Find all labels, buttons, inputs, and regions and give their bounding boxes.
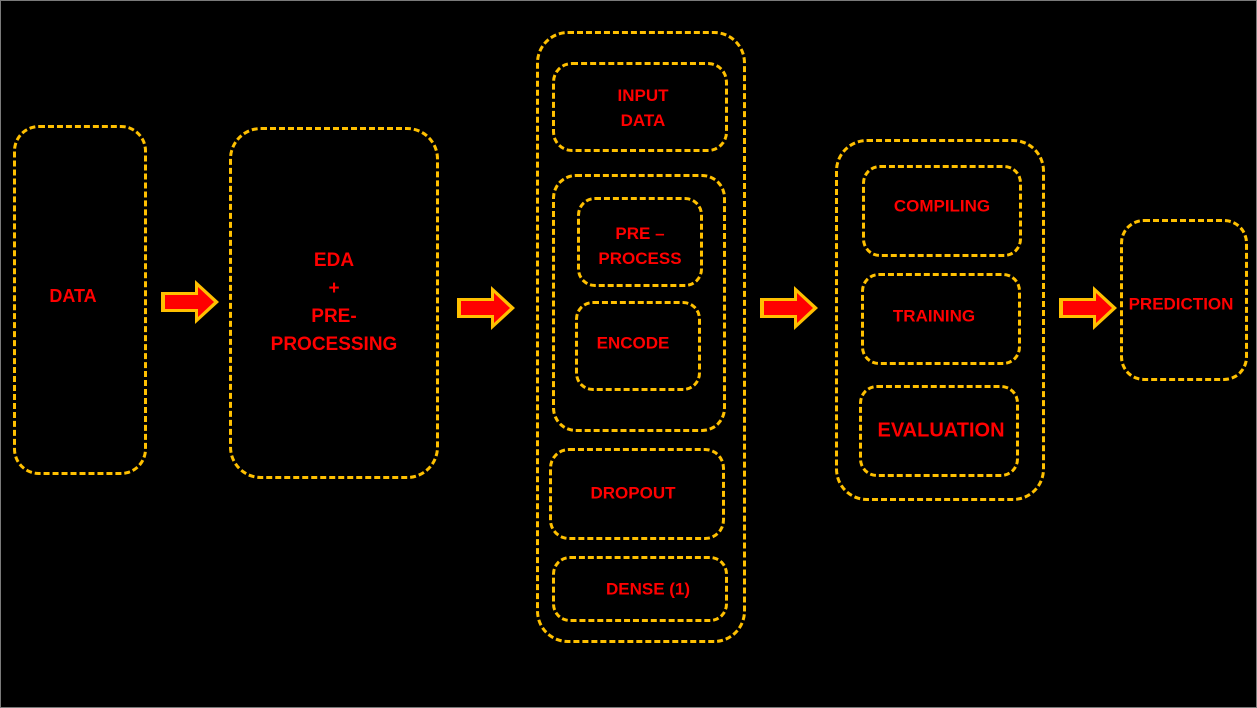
flow-arrow-icon bbox=[1059, 286, 1117, 330]
preprocess-box bbox=[577, 197, 703, 287]
dropout-box bbox=[549, 448, 725, 540]
flow-arrow-icon bbox=[457, 286, 515, 330]
eda-line-4: PROCESSING bbox=[270, 334, 398, 355]
data-stage-label: DATA bbox=[49, 285, 97, 306]
compiling-label: COMPILING bbox=[893, 196, 991, 216]
training-stage-box bbox=[835, 139, 1045, 501]
dropout-label: DROPOUT bbox=[590, 483, 676, 503]
compiling-box bbox=[862, 165, 1022, 257]
prediction-label: PREDICTION bbox=[1128, 294, 1234, 314]
flow-arrow-icon bbox=[760, 286, 818, 330]
evaluation-box bbox=[859, 385, 1019, 477]
eda-line-3: PRE- bbox=[311, 306, 357, 327]
preprocess-label: PRE – PROCESS bbox=[598, 221, 681, 271]
eda-line-1: EDA bbox=[313, 250, 355, 271]
evaluation-label: EVALUATION bbox=[877, 419, 1005, 442]
data-stage-box bbox=[13, 125, 147, 475]
preprocess-group-box bbox=[552, 174, 726, 432]
dense-box bbox=[552, 556, 728, 622]
eda-stage-box bbox=[229, 127, 439, 479]
encode-box bbox=[575, 301, 701, 391]
prediction-box bbox=[1120, 219, 1248, 381]
preprocess-line-2: PROCESS bbox=[598, 249, 682, 268]
eda-line-2: + bbox=[328, 278, 340, 299]
input-data-label: INPUT DATA bbox=[618, 83, 669, 133]
dense-label: DENSE (1) bbox=[605, 579, 691, 599]
input-data-line-1: INPUT bbox=[617, 86, 669, 105]
eda-stage-label: EDA + PRE- PROCESSING bbox=[271, 247, 398, 359]
input-data-box bbox=[552, 62, 728, 152]
training-label: TRAINING bbox=[892, 306, 976, 326]
flow-arrow-icon bbox=[161, 280, 219, 324]
training-box bbox=[861, 273, 1021, 365]
encode-label: ENCODE bbox=[596, 333, 670, 353]
preprocess-line-1: PRE – bbox=[615, 224, 665, 243]
model-stage-box bbox=[536, 31, 746, 643]
input-data-line-2: DATA bbox=[620, 111, 666, 130]
